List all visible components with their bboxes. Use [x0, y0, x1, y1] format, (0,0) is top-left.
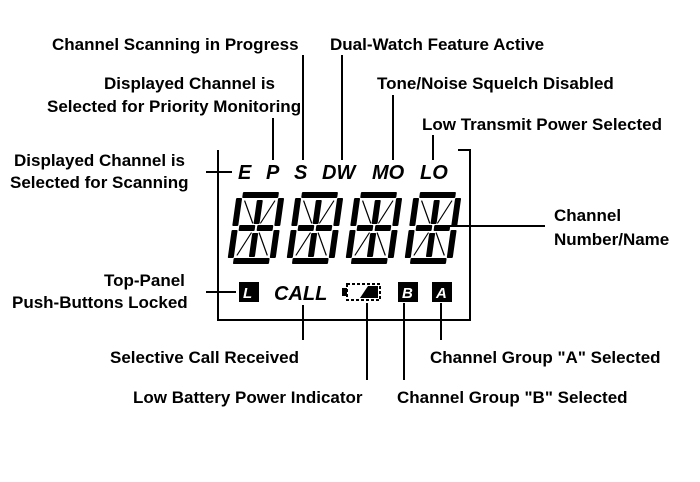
- indicator-call: CALL: [274, 283, 327, 305]
- seg-mid-left: [415, 225, 433, 231]
- label-dualwatch: Dual-Watch Feature Active: [330, 35, 544, 54]
- indicator-mo: MO: [372, 162, 405, 184]
- seg-lower-center: [425, 233, 436, 257]
- seg-lower-left: [404, 230, 415, 258]
- seg-upper-right: [392, 198, 403, 226]
- seg-upper-left: [350, 198, 361, 226]
- seg-diag-lower-left: [354, 232, 370, 256]
- seg-upper-right: [274, 198, 285, 226]
- seg-bottom: [292, 258, 329, 264]
- seg-diag-lower-right: [376, 232, 386, 256]
- seg-lower-right: [269, 230, 280, 258]
- group-a-letter: A: [435, 285, 447, 302]
- battery-icon: [342, 283, 381, 301]
- seg-mid-right: [433, 225, 451, 231]
- seg-diag-upper-left: [244, 200, 254, 224]
- indicator-dw: DW: [322, 162, 357, 184]
- indicator-lo: LO: [420, 162, 448, 184]
- digit-4: [404, 192, 462, 264]
- label-channel-line1: Channel: [554, 206, 621, 225]
- seg-diag-upper-right: [319, 200, 335, 224]
- label-channel-line2: Number/Name: [554, 230, 669, 249]
- seg-upper-center: [371, 200, 381, 224]
- seg-diag-upper-left: [421, 200, 431, 224]
- seg-top: [360, 192, 397, 198]
- seg-upper-right: [333, 198, 344, 226]
- label-scanning: Channel Scanning in Progress: [52, 35, 299, 54]
- display-frame: [217, 149, 471, 321]
- label-battery: Low Battery Power Indicator: [133, 388, 363, 407]
- group-b-letter: B: [402, 285, 413, 302]
- seg-diag-upper-left: [303, 200, 313, 224]
- seg-bottom: [233, 258, 270, 264]
- label-selcall: Selective Call Received: [110, 348, 299, 367]
- seg-upper-center: [253, 200, 263, 224]
- seg-top: [242, 192, 279, 198]
- digit-2: [286, 192, 344, 264]
- group-a-box: [432, 282, 452, 302]
- seg-upper-left: [409, 198, 420, 226]
- indicator-s: S: [294, 162, 308, 184]
- lock-indicator-letter: L: [243, 285, 252, 302]
- seg-mid-right: [256, 225, 274, 231]
- label-locked-line2: Push-Buttons Locked: [12, 293, 188, 312]
- seg-diag-upper-left: [362, 200, 372, 224]
- seg-bottom: [351, 258, 388, 264]
- seg-mid-left: [238, 225, 256, 231]
- seg-upper-center: [312, 200, 322, 224]
- group-a-indicator: A: [432, 282, 452, 302]
- seg-lower-right: [446, 230, 457, 258]
- indicator-p: P: [266, 162, 280, 184]
- digit-3: [345, 192, 403, 264]
- seg-diag-lower-left: [413, 232, 429, 256]
- seg-diag-lower-left: [295, 232, 311, 256]
- channel-digits: [227, 192, 462, 264]
- seg-lower-left: [286, 230, 297, 258]
- seg-mid-right: [374, 225, 392, 231]
- seg-lower-center: [307, 233, 318, 257]
- indicator-e: E: [238, 162, 252, 184]
- seg-diag-upper-right: [378, 200, 394, 224]
- battery-terminal: [342, 288, 347, 296]
- seg-diag-lower-right: [435, 232, 445, 256]
- seg-mid-left: [297, 225, 315, 231]
- seg-diag-lower-right: [317, 232, 327, 256]
- seg-diag-lower-left: [236, 232, 252, 256]
- group-b-indicator: B: [398, 282, 418, 302]
- seg-lower-left: [345, 230, 356, 258]
- seg-mid-right: [315, 225, 333, 231]
- seg-upper-left: [232, 198, 243, 226]
- seg-upper-left: [291, 198, 302, 226]
- label-selscan-line1: Displayed Channel is: [14, 151, 185, 170]
- lock-indicator: L: [239, 282, 259, 302]
- seg-top: [419, 192, 456, 198]
- label-group-a: Channel Group "A" Selected: [430, 348, 661, 367]
- seg-lower-right: [387, 230, 398, 258]
- battery-level: [360, 286, 378, 298]
- label-priority-line1: Displayed Channel is: [104, 74, 275, 93]
- label-selscan-line2: Selected for Scanning: [10, 173, 189, 192]
- seg-mid-left: [356, 225, 374, 231]
- digit-1: [227, 192, 285, 264]
- lock-indicator-box: [239, 282, 259, 302]
- label-locked-line1: Top-Panel: [104, 271, 185, 290]
- seg-diag-lower-right: [258, 232, 268, 256]
- label-group-b: Channel Group "B" Selected: [397, 388, 628, 407]
- seg-upper-right: [451, 198, 462, 226]
- group-b-box: [398, 282, 418, 302]
- seg-lower-left: [227, 230, 238, 258]
- seg-upper-center: [430, 200, 440, 224]
- seg-diag-upper-right: [437, 200, 453, 224]
- seg-lower-center: [366, 233, 377, 257]
- seg-lower-right: [328, 230, 339, 258]
- label-priority-line2: Selected for Priority Monitoring: [47, 97, 301, 116]
- seg-top: [301, 192, 338, 198]
- seg-bottom: [410, 258, 447, 264]
- seg-diag-upper-right: [260, 200, 276, 224]
- seg-lower-center: [248, 233, 259, 257]
- label-lowpower: Low Transmit Power Selected: [422, 115, 662, 134]
- label-squelch: Tone/Noise Squelch Disabled: [377, 74, 614, 93]
